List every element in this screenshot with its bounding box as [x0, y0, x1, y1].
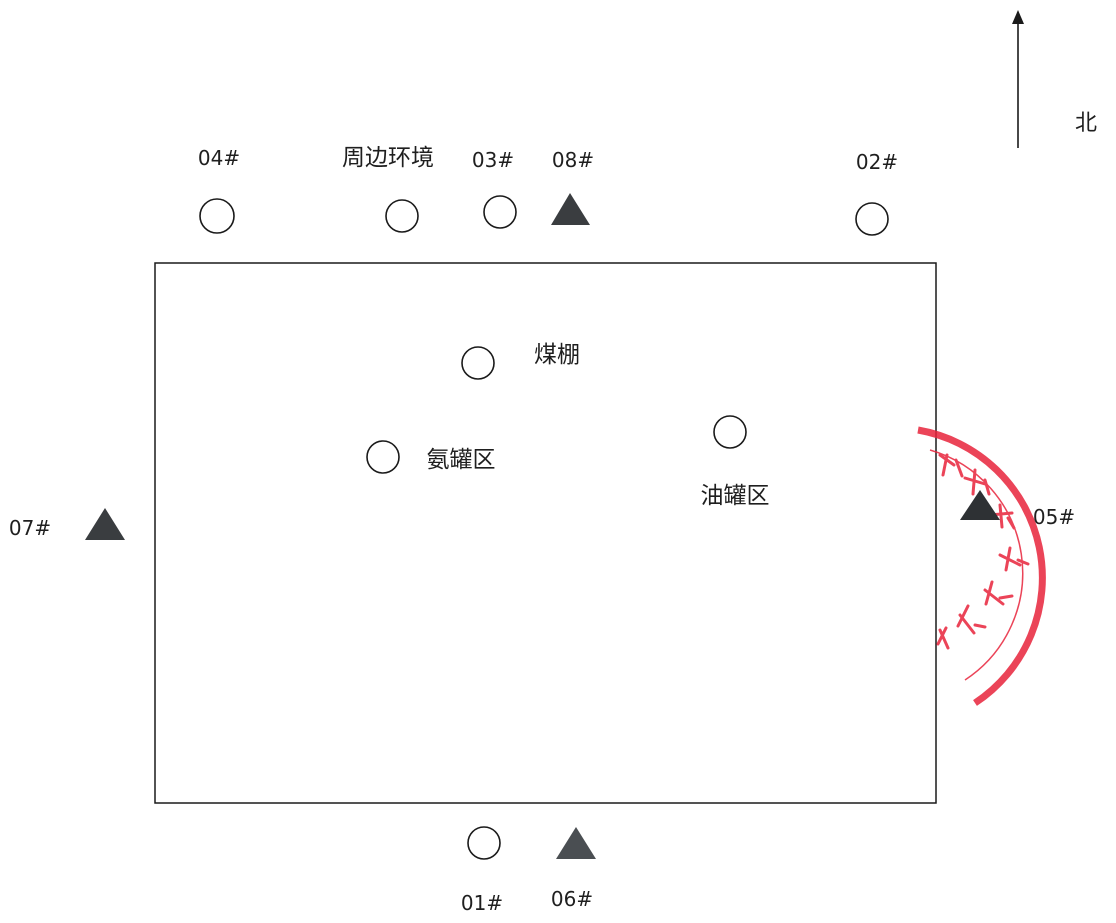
area-oil-tank: 油罐区 — [701, 415, 770, 509]
seal-inner-ring — [929, 449, 1024, 681]
area-label-ammonia-tank: 氨罐区 — [427, 447, 496, 473]
circle-marker-icon — [483, 195, 517, 229]
north-label: 北 — [1075, 111, 1097, 136]
point-label-08: 08# — [552, 148, 594, 172]
area-label-oil-tank: 油罐区 — [701, 483, 770, 509]
point-03: 03# — [472, 148, 517, 229]
triangle-marker-icon — [556, 827, 596, 859]
north-arrow-icon — [1012, 10, 1024, 24]
circle-marker-icon — [385, 199, 419, 233]
point-05: 05# — [960, 490, 1075, 529]
circle-marker-icon — [461, 346, 495, 380]
point-label-07: 07# — [9, 516, 51, 540]
point-label-environment: 周边环境 — [342, 145, 434, 171]
point-01: 01# — [461, 826, 503, 915]
seal-outer-ring — [917, 426, 1046, 706]
site-boundary — [154, 262, 937, 804]
circle-marker-icon — [713, 415, 747, 449]
circle-marker-icon — [855, 202, 889, 236]
area-coal-shed: 煤棚 — [461, 342, 580, 380]
triangle-marker-icon — [85, 508, 125, 540]
point-08: 08# — [551, 148, 594, 225]
point-04: 04# — [198, 146, 240, 234]
point-label-04: 04# — [198, 146, 240, 170]
point-06: 06# — [551, 827, 596, 911]
triangle-marker-icon — [551, 193, 590, 225]
area-label-coal-shed: 煤棚 — [534, 342, 580, 368]
point-label-06: 06# — [551, 887, 593, 911]
area-ammonia-tank: 氨罐区 — [366, 440, 496, 474]
circle-marker-icon — [467, 826, 501, 860]
point-02: 02# — [855, 150, 898, 236]
point-07: 07# — [9, 508, 125, 540]
seal-characters — [936, 453, 1030, 650]
company-seal-stamp — [917, 426, 1046, 706]
circle-marker-icon — [366, 440, 400, 474]
north-arrow: 北 — [1012, 10, 1097, 148]
point-environment: 周边环境 — [342, 145, 434, 233]
point-label-01: 01# — [461, 891, 503, 915]
point-label-02: 02# — [856, 150, 898, 174]
point-label-05: 05# — [1033, 505, 1075, 529]
triangle-marker-icon — [960, 490, 1000, 520]
circle-marker-icon — [199, 198, 235, 234]
point-label-03: 03# — [472, 148, 514, 172]
